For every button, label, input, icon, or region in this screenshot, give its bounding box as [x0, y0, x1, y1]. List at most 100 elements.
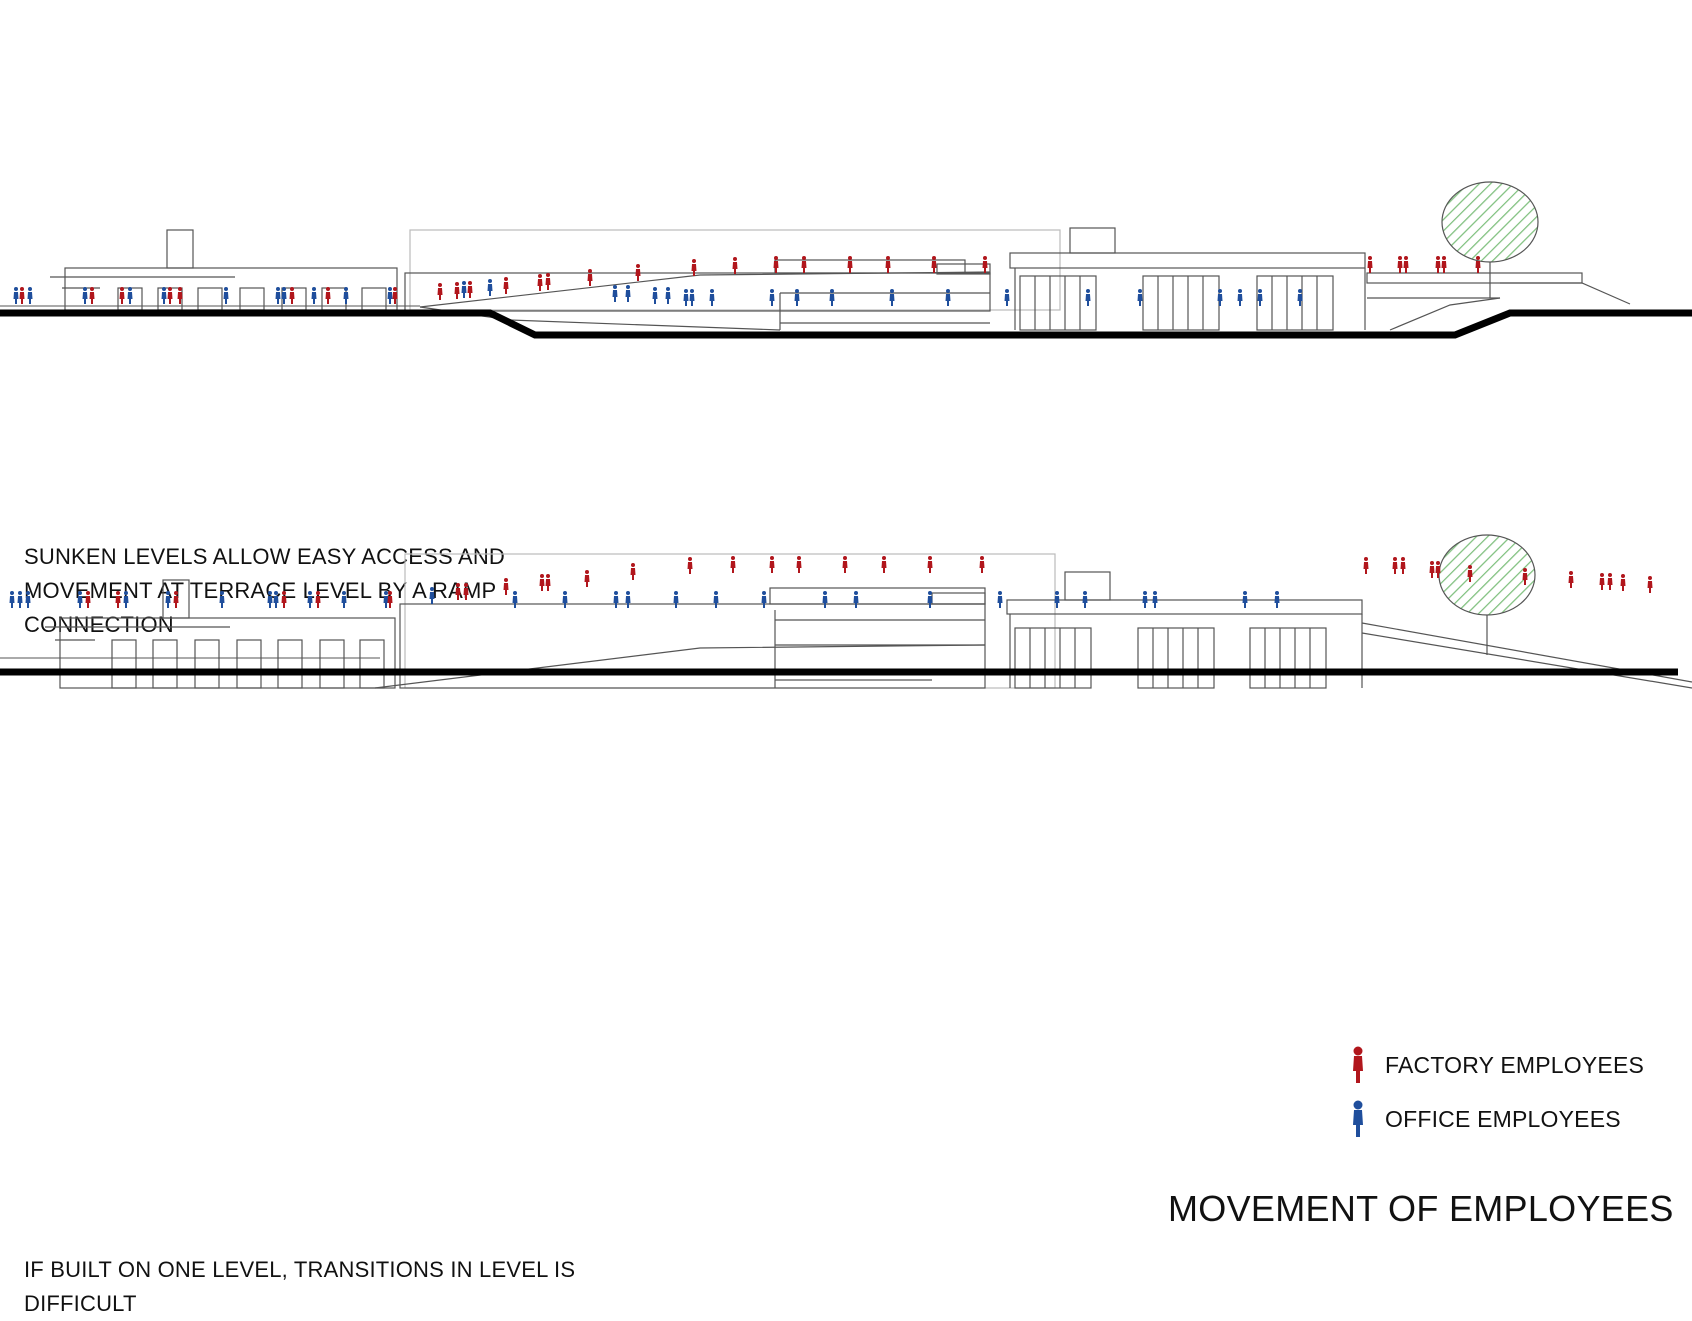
- factory-employee-figure: [467, 281, 473, 298]
- factory-employee-figure: [881, 556, 887, 573]
- factory-employee-figure: [89, 287, 95, 304]
- factory-employee-figure: [842, 556, 848, 573]
- office-employee-figure: [1054, 591, 1060, 608]
- factory-employee-figure: [1522, 568, 1528, 585]
- office-employee-figure: [82, 287, 88, 304]
- factory-employee-figure: [454, 282, 460, 299]
- factory-employee-figure: [1441, 256, 1447, 273]
- office-employee-figure: [1152, 591, 1158, 608]
- office-employee-figure: [387, 287, 393, 304]
- office-employee-figure: [223, 287, 229, 304]
- office-employee-figure: [429, 587, 435, 604]
- office-employee-figure: [665, 287, 671, 304]
- factory-employee-figure: [177, 287, 183, 304]
- office-employee-figure: [562, 591, 568, 608]
- factory-employee-figure: [796, 556, 802, 573]
- office-employee-figure: [13, 287, 19, 304]
- office-employee-figure: [161, 287, 167, 304]
- factory-employee-figure: [119, 287, 125, 304]
- office-employee-figure: [275, 287, 281, 304]
- office-employee-figure: [281, 287, 287, 304]
- section-one-level: IF BUILT ON ONE LEVEL, TRANSITIONS IN LE…: [0, 530, 1692, 1316]
- office-employee-figure: [1297, 289, 1303, 306]
- office-employee-figure: [1257, 289, 1263, 306]
- office-employee-figure: [927, 591, 933, 608]
- office-employee-figure: [713, 591, 719, 608]
- office-employee-figure: [1217, 289, 1223, 306]
- office-employee-figure: [307, 591, 313, 608]
- office-employee-figure: [77, 591, 83, 608]
- office-employee-figure: [25, 591, 31, 608]
- tree-icon: [1441, 181, 1539, 298]
- factory-employee-figure: [315, 591, 321, 608]
- factory-employee-figure: [85, 591, 91, 608]
- office-employee-figure: [997, 591, 1003, 608]
- factory-employee-figure: [732, 257, 738, 274]
- office-employee-figure: [311, 287, 317, 304]
- factory-employee-figure: [801, 256, 807, 273]
- section-sunken: SUNKEN LEVELS ALLOW EASY ACCESS AND MOVE…: [0, 180, 1692, 637]
- office-employee-figure: [673, 591, 679, 608]
- office-employee-figure: [461, 281, 467, 298]
- factory-employee-figure: [167, 287, 173, 304]
- legend-item-office: OFFICE EMPLOYEES: [1345, 1092, 1675, 1146]
- factory-employee-figure: [503, 277, 509, 294]
- tree-icon: [1438, 534, 1536, 655]
- office-employee-figure: [219, 591, 225, 608]
- office-employee-figure: [709, 289, 715, 306]
- legend: FACTORY EMPLOYEES OFFICE EMPLOYEES: [1345, 1038, 1675, 1146]
- factory-employee-figure: [1607, 573, 1613, 590]
- office-employee-figure: [625, 591, 631, 608]
- factory-employee-figure: [691, 259, 697, 276]
- office-employee-figure: [1004, 289, 1010, 306]
- factory-employee-figure: [1467, 565, 1473, 582]
- building-outline: [45, 553, 1692, 689]
- office-employee-figure: [689, 289, 695, 306]
- office-employee-figure: [127, 287, 133, 304]
- factory-employee-figure: [687, 557, 693, 574]
- factory-employee-figure: [545, 273, 551, 290]
- factory-employee-figure: [1397, 256, 1403, 273]
- factory-employee-figure: [982, 256, 988, 273]
- office-employee-figure: [829, 289, 835, 306]
- office-employee-figure: [17, 591, 23, 608]
- office-employee-icon: [1353, 1100, 1363, 1137]
- factory-employee-figure: [1435, 256, 1441, 273]
- office-employee-figure: [1082, 591, 1088, 608]
- factory-employee-figure: [281, 591, 287, 608]
- office-employee-figure: [123, 591, 129, 608]
- factory-employee-figure: [392, 287, 398, 304]
- factory-employee-figure: [1475, 256, 1481, 273]
- office-employee-figure: [1137, 289, 1143, 306]
- office-employee-figure: [794, 289, 800, 306]
- factory-employee-figure: [584, 570, 590, 587]
- factory-employee-figure: [979, 556, 985, 573]
- office-employee-figure: [165, 591, 171, 608]
- office-employee-figure: [27, 287, 33, 304]
- factory-employee-figure: [545, 574, 551, 591]
- office-employee-figure: [341, 591, 347, 608]
- factory-employee-figure: [463, 583, 469, 600]
- sunken-caption: SUNKEN LEVELS ALLOW EASY ACCESS AND MOVE…: [24, 544, 506, 637]
- factory-employee-figure: [173, 591, 179, 608]
- office-employee-figure: [769, 289, 775, 306]
- office-employee-figure: [625, 285, 631, 302]
- factory-employee-figure: [1363, 557, 1369, 574]
- legend-label-factory: FACTORY EMPLOYEES: [1385, 1051, 1645, 1078]
- office-employee-figure: [1085, 289, 1091, 306]
- office-employee-figure: [613, 591, 619, 608]
- office-employee-figure: [889, 289, 895, 306]
- sunken-section-drawing: [0, 181, 1692, 339]
- office-employee-figure: [853, 591, 859, 608]
- office-employee-figure: [383, 591, 389, 608]
- office-employee-figure: [273, 591, 279, 608]
- page-title: MOVEMENT OF EMPLOYEES: [1168, 1188, 1674, 1229]
- office-employee-figure: [945, 289, 951, 306]
- factory-employee-icon: [1353, 1046, 1363, 1083]
- factory-employee-figure: [587, 269, 593, 286]
- factory-employee-figure: [437, 283, 443, 300]
- office-employee-figure: [683, 289, 689, 306]
- factory-employee-figure: [635, 264, 641, 281]
- office-employee-figure: [512, 591, 518, 608]
- factory-employee-figure: [115, 591, 121, 608]
